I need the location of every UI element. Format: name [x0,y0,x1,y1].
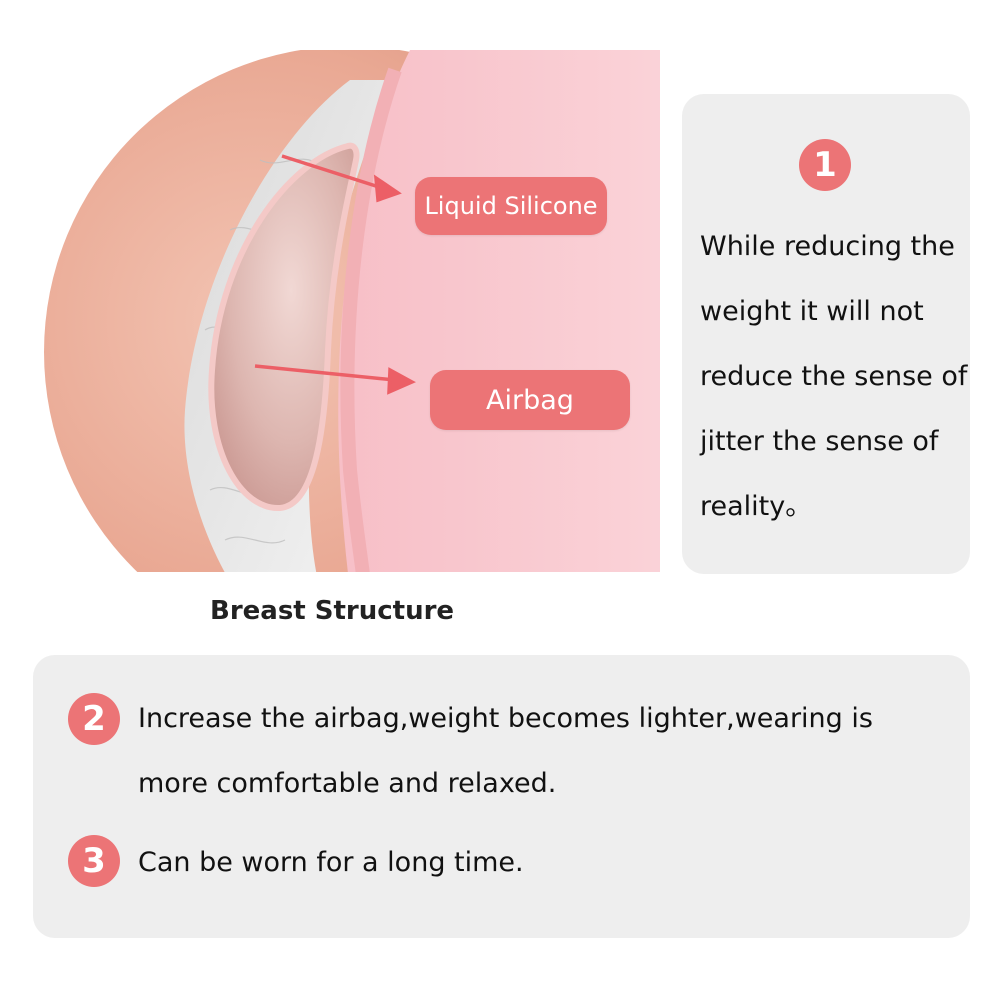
feature-card-1: 1 While reducing the weight it will not … [682,94,970,574]
label-liquid-silicone: Liquid Silicone [415,177,607,235]
feature-text-1: While reducing the weight it will not re… [700,231,968,522]
shell-layer [340,67,402,572]
feature-card-2-3: 2 Increase the airbag,weight becomes lig… [33,655,970,938]
arrow-liquid-silicone [281,154,402,203]
airbag-pad [208,142,360,512]
diagram-caption: Breast Structure [210,596,455,626]
breast-structure-diagram [20,50,660,575]
cross-section-illustration [44,50,660,572]
cut-face [338,50,660,572]
feature-text-3: Can be worn for a long time. [138,847,524,878]
label-airbag: Airbag [430,370,630,430]
number-badge-1: 1 [799,139,851,191]
arrow-airbag [254,364,416,395]
number-badge-2: 2 [68,693,120,745]
number-badge-3: 3 [68,835,120,887]
feature-text-2: Increase the airbag,weight becomes light… [138,703,873,799]
